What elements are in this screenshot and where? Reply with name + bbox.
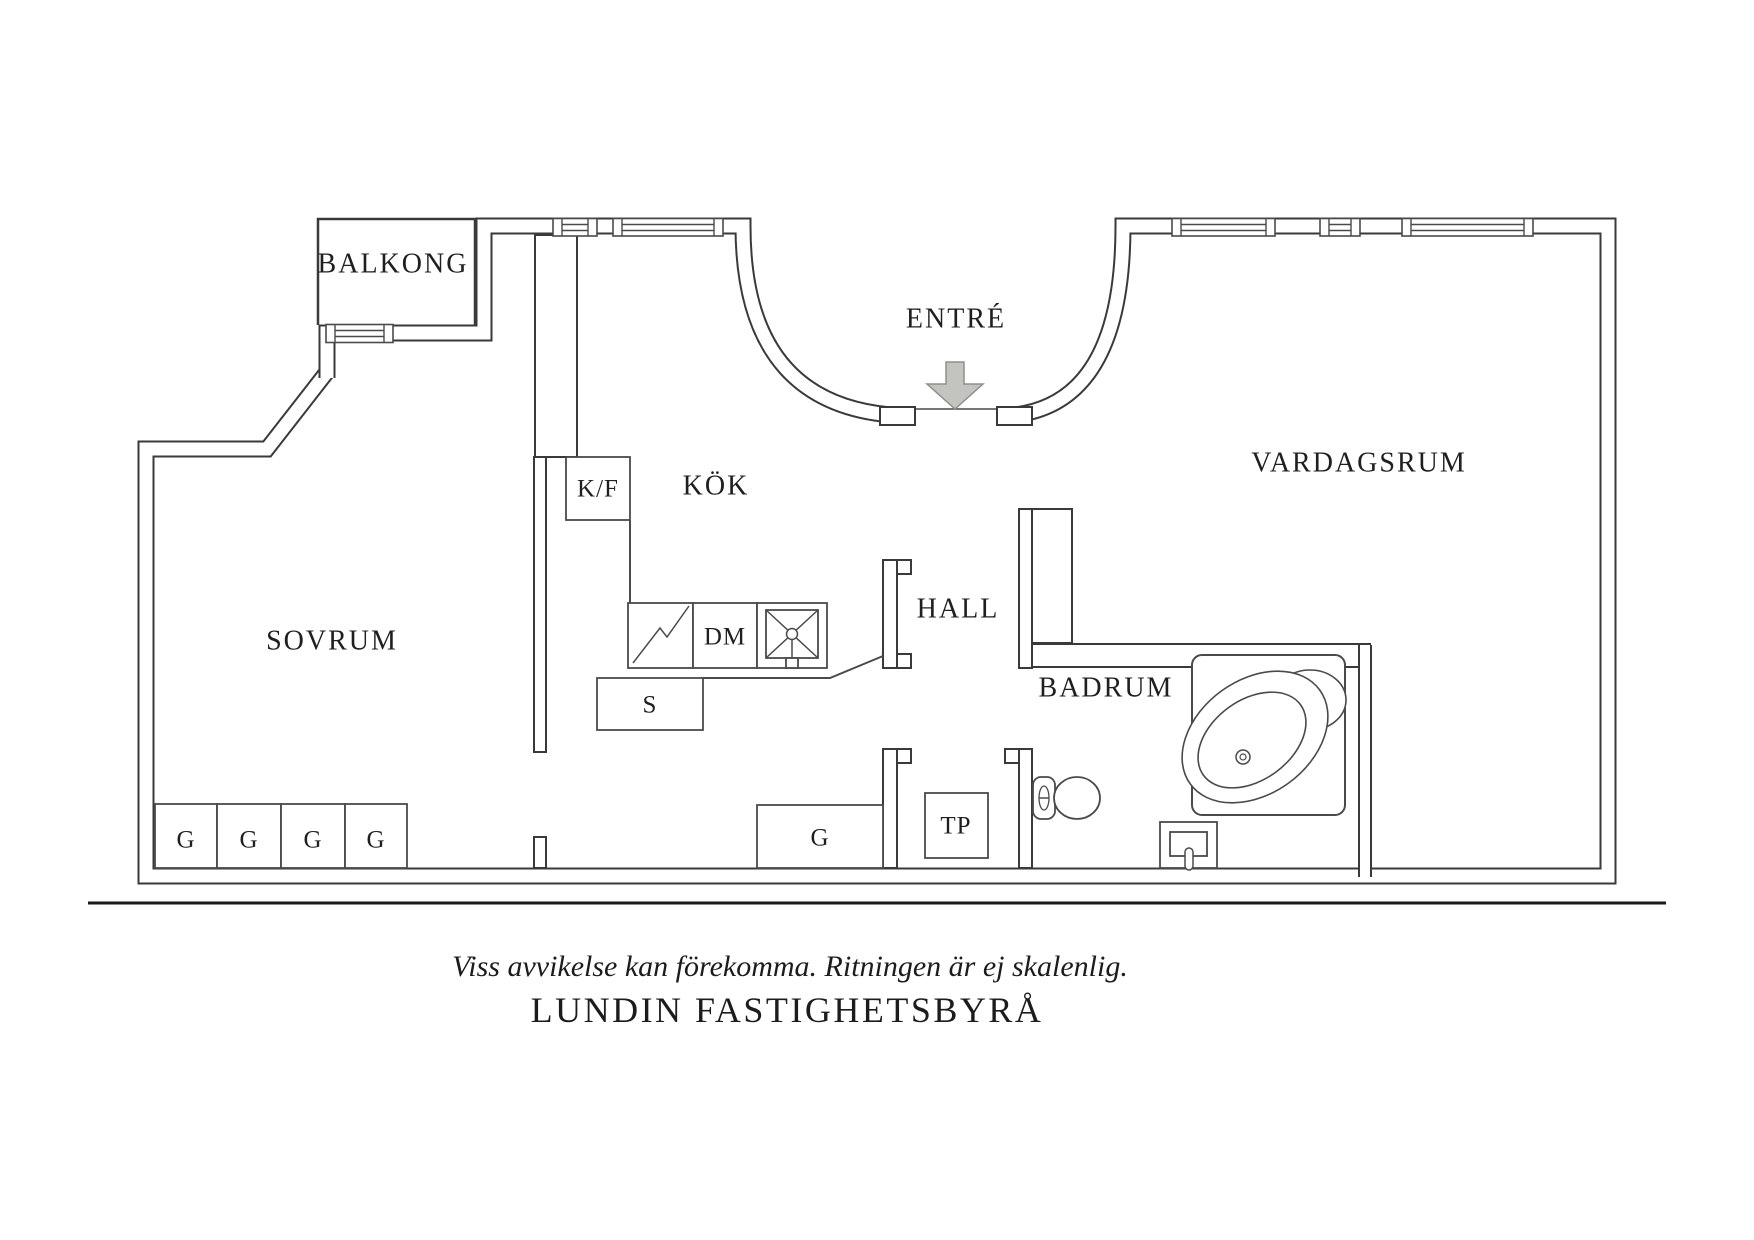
linen-closet-box [924,792,989,859]
room-label-bathroom: BADRUM [1039,673,1174,704]
wall-hall-bathroom [1018,508,1033,669]
kitchen-fixtures [565,456,884,731]
wardrobe-label: G [176,827,195,854]
room-label-living-room: VARDAGSRUM [1251,448,1467,479]
balcony-outline [316,217,477,325]
bathroom-sink-icon [1159,821,1218,871]
fridge-freezer-box [565,456,631,521]
room-label-balcony: BALKONG [318,249,469,280]
agency-name: LUNDIN FASTIGHETSBYRÅ [531,990,1044,1030]
door-jamb [879,406,916,426]
fixture-label-pantry: S [643,692,658,719]
window-icon [1171,217,1276,237]
bathtub-icon [1181,654,1347,816]
wall-pillar [1031,508,1073,644]
window-icon [612,217,724,237]
wardrobe-box [280,803,346,869]
labels: BALKONG ENTRÉ KÖK VARDAGSRUM SOVRUM HALL… [176,249,1467,854]
wall-jamb [896,559,912,575]
wall-caps [534,456,566,753]
wardrobe-label: G [239,827,258,854]
fixture-label-dishwasher: DM [704,624,746,651]
wall-jamb [1004,748,1020,764]
wardrobe-label: G [366,827,385,854]
hall-wardrobe-box [756,804,884,869]
window-icon [1319,217,1361,237]
entrance-arrow-icon [925,361,985,411]
windows [325,217,1534,344]
disclaimer-text: Viss avvikelse kan förekomma. Ritningen … [452,950,1128,983]
room-label-bedroom: SOVRUM [266,626,398,657]
footer: Viss avvikelse kan förekomma. Ritningen … [452,950,1128,1030]
wall-kitchen-hall [882,559,898,669]
room-label-kitchen: KÖK [683,471,750,502]
room-label-hall: HALL [917,594,1000,625]
stove-icon [632,605,690,664]
toilet-icon [1032,776,1101,820]
wall-closet-left [882,748,898,869]
window-icon [1401,217,1534,237]
wardrobe-label: G [303,827,322,854]
wall-bedroom-kitchen-thick [534,234,578,458]
dishwasher-box [692,602,758,669]
exterior-walls [137,217,1617,885]
sink-icon [756,602,828,669]
wardrobes [154,792,989,869]
interior-walls [533,234,1073,869]
bathroom-fixtures [1032,654,1347,871]
wall-jamb [896,748,912,764]
balcony-door-window-icon [325,323,394,344]
wall-jamb [896,653,912,669]
fixture-label-fridge-freezer: K/F [577,476,619,503]
fixture-label-hall-wardrobe: G [810,825,829,852]
entrance-door [879,361,1033,426]
pantry-box [596,677,704,731]
room-label-entrance: ENTRÉ [906,304,1006,335]
door-jamb [996,406,1033,426]
stove-box [627,602,694,669]
wardrobe-box [344,803,408,869]
fixture-label-linen-closet: TP [940,813,971,840]
wall-closet-right [1018,748,1033,869]
window-icon [552,217,598,237]
wall-bedroom-kitchen-thin [533,456,547,753]
wall-bedroom-door-stub [533,836,547,869]
wardrobe-box [216,803,282,869]
